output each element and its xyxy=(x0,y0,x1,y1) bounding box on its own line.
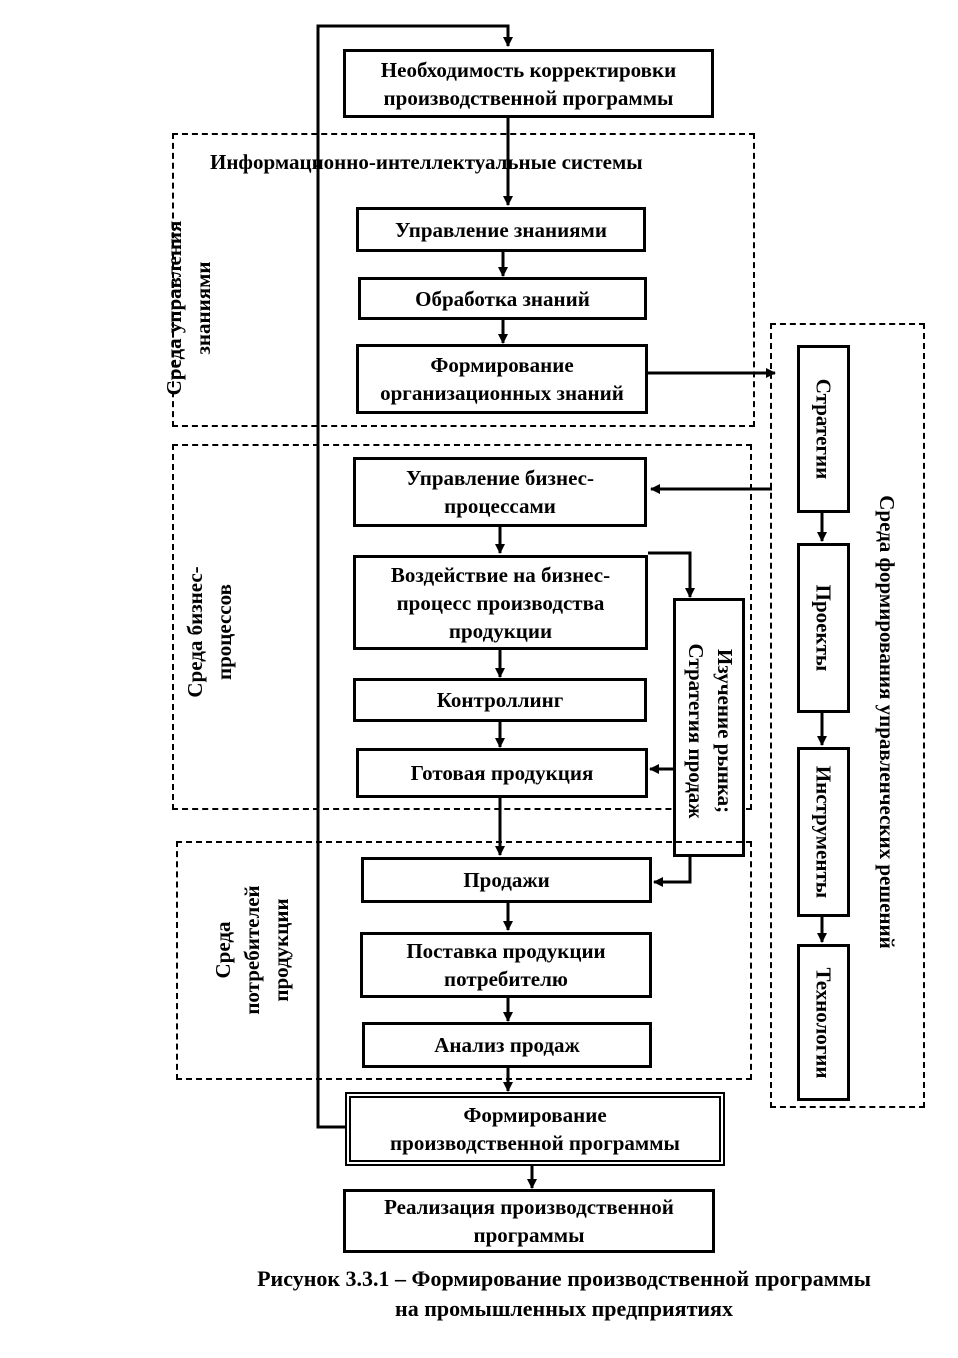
consumer-zone-side-label: Среда потребителей продукции xyxy=(210,885,293,1015)
finished-product-box: Готовая продукция xyxy=(356,748,648,798)
tools-label: Инструменты xyxy=(812,765,836,899)
tools-box: Инструменты xyxy=(797,747,850,917)
technologies-box: Технологии xyxy=(797,944,850,1101)
business-zone-side-label: Среда бизнес- процессов xyxy=(183,566,236,698)
technologies-label: Технологии xyxy=(812,967,836,1079)
product-delivery-box: Поставка продукции потребителю xyxy=(360,932,652,998)
sales-analysis-box: Анализ продаж xyxy=(362,1022,652,1068)
caption-line-2: на промышленных предприятиях xyxy=(395,1296,733,1321)
correction-need-box: Необходимость корректировки производстве… xyxy=(343,49,714,118)
business-process-management-box: Управление бизнес- процессами xyxy=(353,457,647,527)
knowledge-processing-box: Обработка знаний xyxy=(358,277,647,320)
consumer-environment-zone xyxy=(176,841,752,1080)
knowledge-zone-title: Информационно-интеллектуальные системы xyxy=(210,150,643,174)
strategies-label: Стратегии xyxy=(812,378,836,480)
projects-label: Проекты xyxy=(812,584,836,672)
knowledge-environment-zone xyxy=(172,133,755,427)
organizational-knowledge-box: Формирование организационных знаний xyxy=(356,344,648,414)
decisions-environment-zone xyxy=(770,323,925,1108)
sales-box: Продажи xyxy=(361,857,652,903)
business-environment-zone xyxy=(172,444,752,810)
figure-caption: Рисунок 3.3.1 – Формирование производств… xyxy=(170,1264,958,1324)
caption-line-1: Рисунок 3.3.1 – Формирование производств… xyxy=(257,1266,871,1291)
knowledge-management-box: Управление знаниями xyxy=(356,207,646,252)
feedback-loop-line xyxy=(316,24,513,1129)
projects-box: Проекты xyxy=(797,543,850,713)
strategies-box: Стратегии xyxy=(797,345,850,513)
business-process-impact-box: Воздействие на бизнес- процесс производс… xyxy=(353,555,648,650)
program-formation-box: Формирование производственной программы xyxy=(345,1092,725,1166)
program-realization-box: Реализация производственной программы xyxy=(343,1189,715,1253)
market-study-label: Изучение рынка; Стратегия продаж xyxy=(684,643,737,819)
controlling-box: Контроллинг xyxy=(353,678,647,722)
decisions-zone-side-label: Среда формирования управленческих решени… xyxy=(875,495,900,949)
market-study-box: Изучение рынка; Стратегия продаж xyxy=(673,598,745,857)
knowledge-zone-side-label: Среда управления знаниями xyxy=(162,220,215,396)
